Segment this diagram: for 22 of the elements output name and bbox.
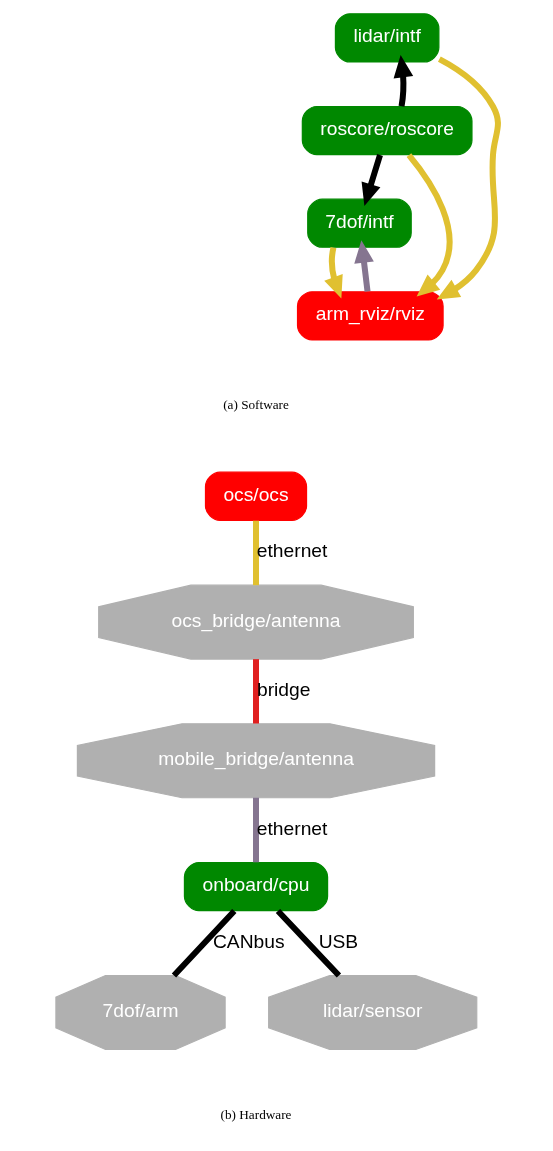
node-box: roscore/roscore: [301, 105, 473, 156]
arrow: [323, 247, 343, 299]
node-box: onboard/cpu: [183, 861, 328, 912]
node-box: lidar/intf: [334, 13, 439, 63]
label: (b) Hardware: [220, 1106, 291, 1122]
edge-label: CANbus: [212, 930, 285, 952]
arrow: [406, 153, 452, 297]
connector: [275, 909, 341, 978]
node-box: 7dof/intf: [306, 198, 412, 248]
connector: [252, 520, 259, 586]
arrow: [436, 56, 501, 300]
connector: [171, 909, 236, 978]
edge-label: ethernet: [256, 817, 327, 839]
connector: [252, 797, 259, 863]
node-box: arm_rviz/rviz: [296, 291, 444, 341]
arrow: [393, 54, 413, 107]
edge-label: USB: [318, 930, 358, 952]
arrow: [361, 154, 383, 206]
connector: [252, 659, 259, 724]
arrow: [353, 240, 374, 292]
label: (a) Software: [222, 397, 289, 413]
node-box: ocs/ocs: [204, 471, 307, 521]
